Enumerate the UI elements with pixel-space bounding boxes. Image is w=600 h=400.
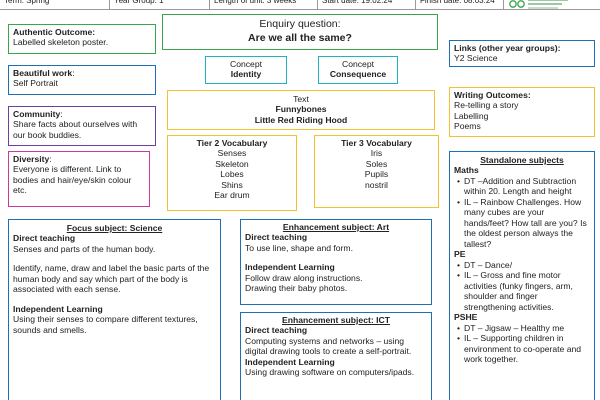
enhancement-ict-box: Enhancement subject: ICT Direct teaching…: [240, 312, 432, 400]
ict-direct-heading: Direct teaching: [245, 325, 308, 336]
links-title: Links (other year groups):: [454, 43, 561, 53]
maths-heading: Maths: [454, 165, 479, 176]
art-independent-heading: Independent Learning: [245, 262, 335, 273]
concept-identity-box: Concept Identity: [205, 56, 287, 84]
tier3-vocabulary-box: Tier 3 Vocabulary Iris Soles Pupils nost…: [314, 135, 439, 208]
tier2-vocabulary-box: Tier 2 Vocabulary Senses Skeleton Lobes …: [167, 135, 297, 211]
art-independent-text: Follow draw along instructions.: [245, 272, 363, 283]
pshe-list: DT – Jigsaw – Healthy me IL – Supporting…: [454, 323, 590, 365]
enquiry-label: Enquiry question:: [259, 18, 341, 30]
maths-list: DT –Addition and Subtraction within 20. …: [454, 176, 590, 249]
beautiful-work-box: Beautiful work: Self Portrait: [8, 65, 156, 95]
links-box: Links (other year groups): Y2 Science: [449, 40, 595, 67]
art-direct-heading: Direct teaching: [245, 232, 308, 243]
art-title: Enhancement subject: Art: [282, 222, 390, 232]
writing-outcomes-title: Writing Outcomes:: [454, 90, 531, 100]
direct-teaching-text: Senses and parts of the human body.: [13, 243, 156, 254]
direct-teaching-detail: Identify, name, draw and label the basic…: [13, 263, 210, 295]
vocab-word: Ear drum: [214, 190, 250, 201]
book-title: Little Red Riding Hood: [254, 114, 348, 125]
start-date-cell: Start date: 19.02.24: [318, 0, 416, 10]
beautiful-work-text: Self Portrait: [13, 78, 58, 89]
writing-outcome-item: Re-telling a story: [454, 100, 519, 111]
text-box: Text Funnybones Little Red Riding Hood: [167, 90, 435, 130]
writing-outcome-item: Poems: [454, 121, 481, 132]
diversity-text: Everyone is different. Link to bodies an…: [13, 164, 132, 196]
ict-title: Enhancement subject: ICT: [282, 315, 390, 325]
community-text: Share facts about ourselves with our boo…: [13, 119, 138, 140]
vocab-word: Skeleton: [215, 158, 249, 169]
art-direct-text: To use line, shape and form.: [245, 242, 353, 253]
standalone-subjects-box: Standalone subjects Maths DT –Addition a…: [449, 151, 595, 400]
text-label: Text: [293, 94, 309, 104]
independent-learning-heading: Independent Learning: [13, 303, 103, 314]
concept-label: Concept: [341, 59, 374, 69]
authentic-outcome-box: Authentic Outcome: Labelled skeleton pos…: [8, 24, 156, 54]
concept-value: Identity: [230, 69, 262, 80]
vocab-word: Shins: [221, 179, 243, 190]
enquiry-question-box: Enquiry question: Are we all the same?: [162, 14, 438, 50]
tier3-title: Tier 3 Vocabulary: [341, 138, 412, 148]
pshe-heading: PSHE: [454, 312, 478, 323]
concept-label: Concept: [229, 59, 262, 69]
authentic-outcome-title: Authentic Outcome:: [13, 27, 96, 37]
ict-direct-text: Computing systems and networks – using d…: [245, 335, 412, 357]
enhancement-art-box: Enhancement subject: Art Direct teaching…: [240, 219, 432, 305]
vocab-word: Lobes: [220, 169, 244, 180]
unit-length-cell: Length of unit: 3 weeks: [210, 0, 318, 10]
ict-independent-text: Using drawing software on computers/ipad…: [245, 367, 415, 378]
diversity-box: Diversity: Everyone is different. Link t…: [8, 151, 150, 207]
vocab-word: nostril: [365, 179, 388, 190]
list-item: IL – Supporting children in environment …: [454, 333, 590, 364]
list-item: DT –Addition and Subtraction within 20. …: [454, 176, 590, 197]
beautiful-work-title: Beautiful work:: [13, 68, 75, 78]
term-cell: Term: Spring: [0, 0, 110, 10]
school-logo-icon: [509, 0, 568, 9]
focus-subject-box: Focus subject: Science Direct teaching S…: [8, 219, 221, 400]
concept-value: Consequence: [329, 69, 387, 80]
unit-header-row: Term: Spring Year Group: 1 Length of uni…: [0, 0, 600, 10]
independent-learning-text: Using their senses to compare different …: [13, 314, 198, 335]
writing-outcomes-box: Writing Outcomes: Re-telling a story Lab…: [449, 87, 595, 137]
list-item: IL – Gross and fine motor activities (fu…: [454, 270, 590, 312]
list-item: IL – Rainbow Challenges. How many cubes …: [454, 197, 590, 249]
pe-list: DT – Dance/ IL – Gross and fine motor ac…: [454, 260, 590, 312]
concept-consequence-box: Concept Consequence: [318, 56, 398, 84]
links-text: Y2 Science: [454, 53, 498, 64]
community-box: Community: Share facts about ourselves w…: [8, 106, 156, 146]
vocab-word: Iris: [370, 148, 383, 159]
standalone-title: Standalone subjects: [480, 155, 564, 165]
art-independent-text: Drawing their baby photos.: [245, 283, 348, 294]
list-item: DT – Dance/: [454, 260, 590, 270]
list-item: DT – Jigsaw – Healthy me: [454, 323, 590, 333]
ict-independent-heading: Independent Learning: [245, 356, 335, 367]
diversity-title: Diversity:: [13, 154, 52, 164]
authentic-outcome-text: Labelled skeleton poster.: [13, 37, 109, 48]
book-title: Funnybones: [275, 104, 327, 115]
finish-date-cell: Finish date: 08.03.24: [416, 0, 504, 10]
year-group-cell: Year Group: 1: [110, 0, 210, 10]
focus-subject-title: Focus subject: Science: [66, 223, 163, 233]
enquiry-question: Are we all the same?: [248, 31, 352, 44]
vocab-word: Pupils: [364, 169, 389, 180]
direct-teaching-heading: Direct teaching: [13, 233, 76, 244]
vocab-word: Senses: [217, 148, 247, 159]
tier2-title: Tier 2 Vocabulary: [196, 138, 268, 148]
community-title: Community:: [13, 109, 63, 119]
writing-outcome-item: Labelling: [454, 110, 489, 121]
pe-heading: PE: [454, 249, 466, 260]
vocab-word: Soles: [365, 158, 388, 169]
